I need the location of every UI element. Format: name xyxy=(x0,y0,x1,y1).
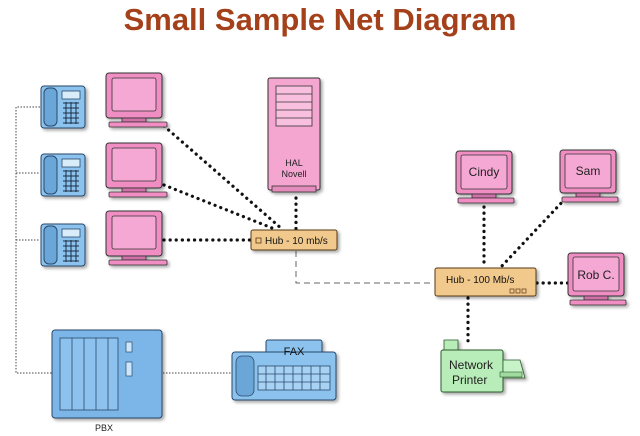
pc2-hub10-link xyxy=(162,183,274,230)
hub-10-label: Hub - 10 mb/s xyxy=(265,236,328,247)
phone-icon xyxy=(40,223,86,267)
monitor-icon xyxy=(455,150,515,204)
monitor-icon xyxy=(559,149,619,203)
sam-hub100-link xyxy=(498,197,567,270)
hub-10-device xyxy=(250,229,338,251)
diagram-title: Small Sample Net Diagram xyxy=(123,2,517,37)
monitor-icon xyxy=(567,252,627,306)
pbx-icon xyxy=(51,329,163,419)
monitor-icon xyxy=(105,210,168,266)
printer-label-line1: Network xyxy=(449,358,494,372)
fax-icon xyxy=(231,339,337,401)
server-label-line2: Novell xyxy=(281,169,306,179)
cindy-label: Cindy xyxy=(469,165,500,179)
hub-100-device xyxy=(434,267,537,297)
sam-label: Sam xyxy=(576,164,601,178)
fax-label: FAX xyxy=(284,346,305,358)
backbone-link xyxy=(295,251,434,284)
printer-icon xyxy=(440,339,526,393)
phone-icon xyxy=(40,85,86,129)
server-label-line1: HAL xyxy=(285,158,303,168)
phone-icon xyxy=(40,153,86,197)
server-icon xyxy=(267,77,321,193)
hub-100-label: Hub - 100 Mb/s xyxy=(446,275,514,286)
pbx-label: PBX xyxy=(95,423,113,433)
rob-label: Rob C. xyxy=(577,268,614,282)
pc1-hub10-link xyxy=(162,124,284,231)
monitor-icon xyxy=(105,142,168,198)
printer-label-line2: Printer xyxy=(452,373,487,387)
monitor-icon xyxy=(105,72,168,128)
connections xyxy=(15,106,570,374)
